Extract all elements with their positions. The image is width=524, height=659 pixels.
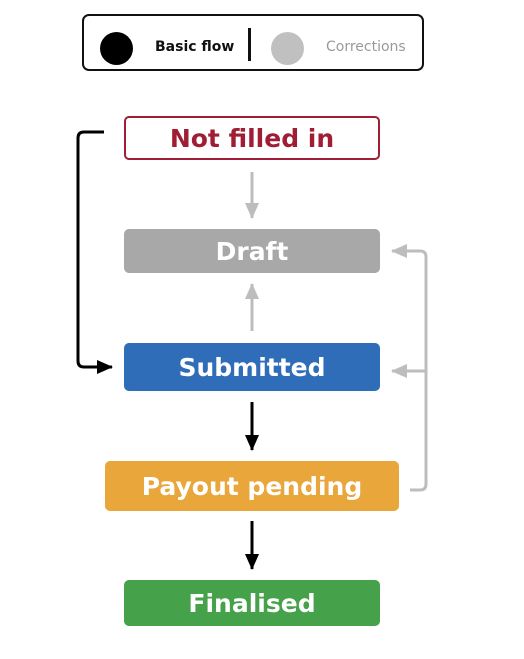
legend-divider — [248, 28, 251, 61]
state-finalised: Finalised — [124, 580, 380, 626]
corrections-dot-icon — [271, 32, 304, 65]
arrow-not-filled-to-submitted — [76, 130, 113, 374]
state-not-filled-in: Not filled in — [124, 116, 380, 160]
state-draft: Draft — [124, 229, 380, 273]
state-payout-pending: Payout pending — [105, 461, 399, 511]
legend-basic-flow-label: Basic flow — [155, 39, 235, 55]
legend-corrections-label: Corrections — [326, 39, 406, 55]
basic-flow-dot-icon — [100, 32, 133, 65]
legend: Basic flow Corrections — [82, 14, 424, 71]
state-submitted: Submitted — [124, 343, 380, 391]
